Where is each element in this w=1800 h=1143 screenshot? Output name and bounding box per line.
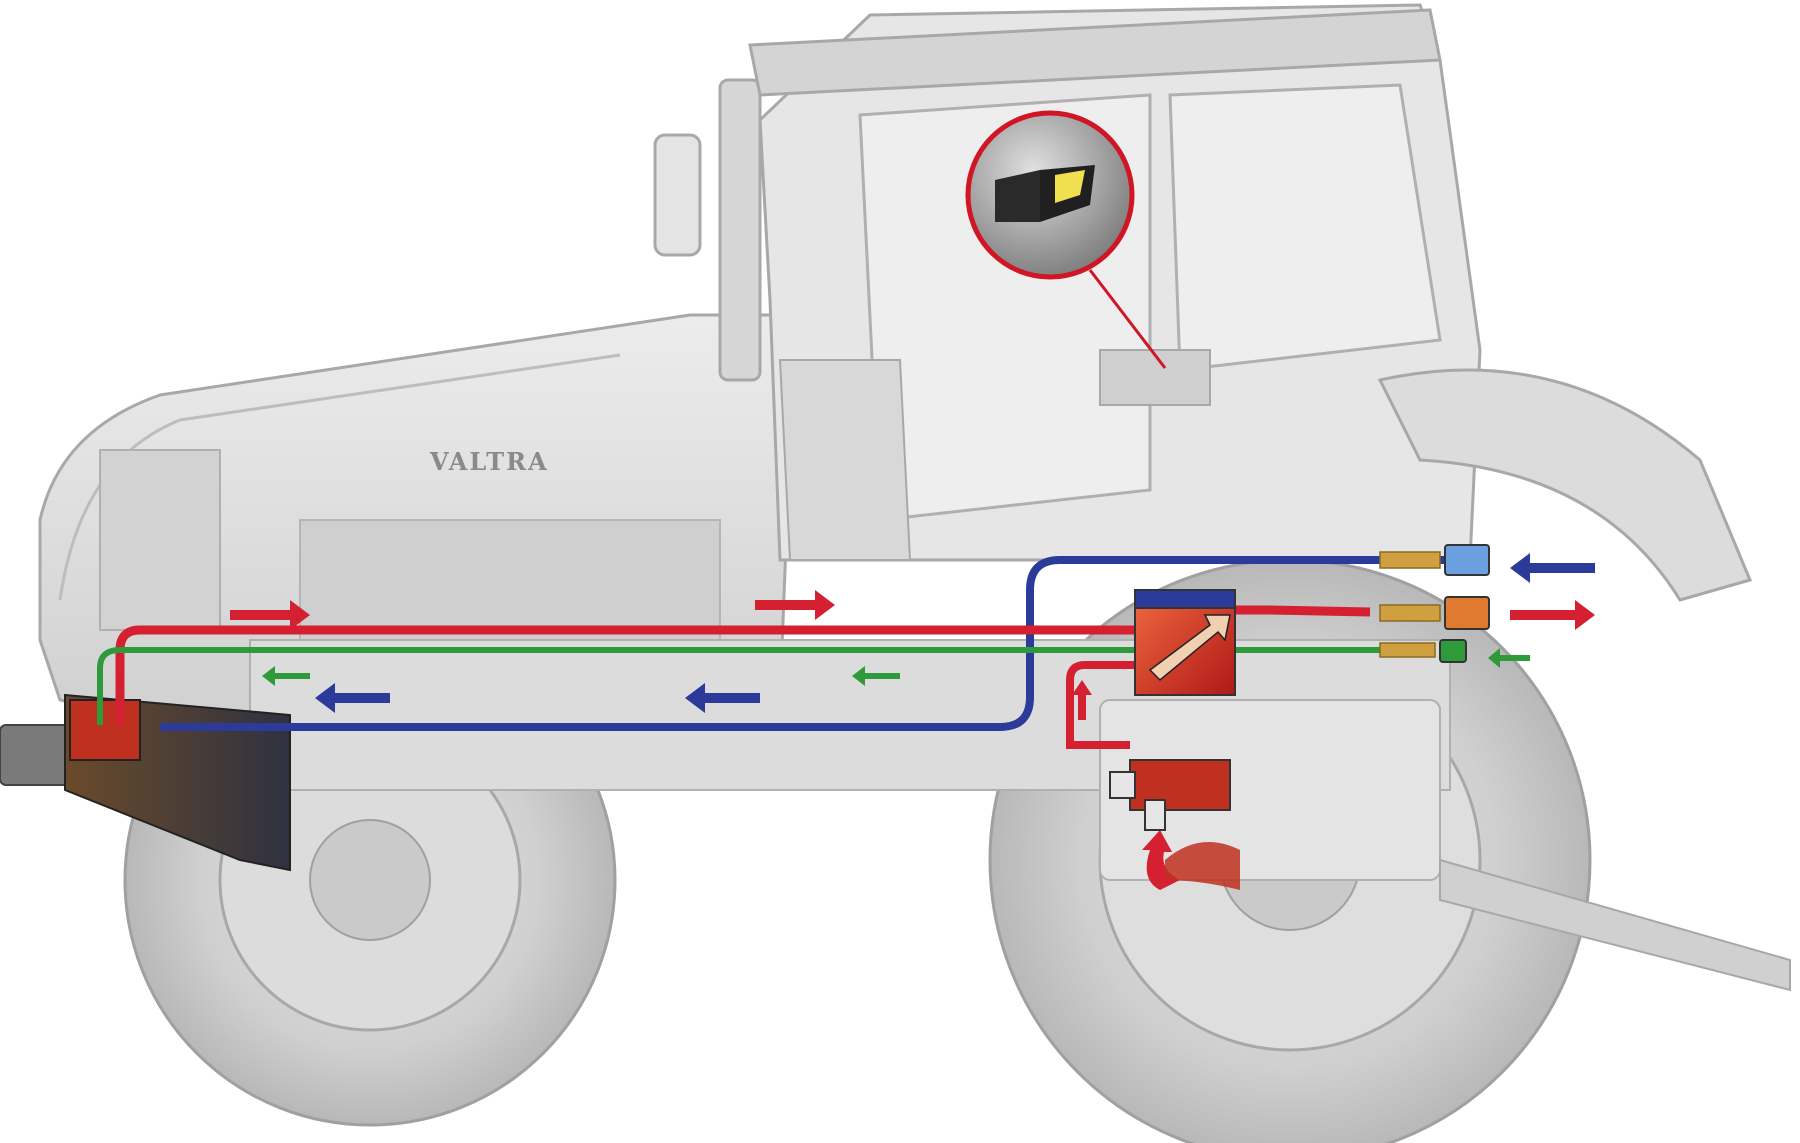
cab-control-switch-callout	[965, 110, 1167, 369]
green-coupler	[1379, 639, 1467, 663]
control-valve	[1134, 589, 1236, 696]
chassis	[249, 639, 1791, 992]
flow-arrows	[230, 553, 1595, 890]
drain-arrow	[1488, 648, 1530, 668]
hydraulic-pump	[1109, 759, 1231, 831]
oil-reservoir	[0, 693, 291, 872]
blue-coupler	[1379, 544, 1490, 576]
orange-coupler	[1379, 596, 1490, 630]
return-arrow	[685, 683, 760, 713]
return-arrow	[315, 683, 390, 713]
brand-logo: VALTRA	[429, 447, 549, 476]
control-console	[1099, 349, 1211, 406]
exhaust-stack	[653, 78, 762, 382]
drain-arrow	[852, 666, 900, 686]
seat	[778, 359, 912, 561]
return-arrow	[1510, 553, 1595, 583]
return-line	[160, 556, 1470, 731]
rear-fender	[1377, 368, 1753, 602]
pressure-arrow	[230, 600, 310, 630]
cab	[748, 3, 1482, 562]
cab-control-switch	[995, 165, 1095, 222]
drawbar	[1439, 858, 1791, 992]
pressure-arrow	[1072, 680, 1092, 720]
pressure-arrow	[755, 590, 835, 620]
pressure-arrow	[1510, 600, 1595, 630]
drain-arrow	[262, 666, 310, 686]
drain-line	[97, 647, 1430, 725]
switch-lamp-icon	[1055, 170, 1085, 203]
